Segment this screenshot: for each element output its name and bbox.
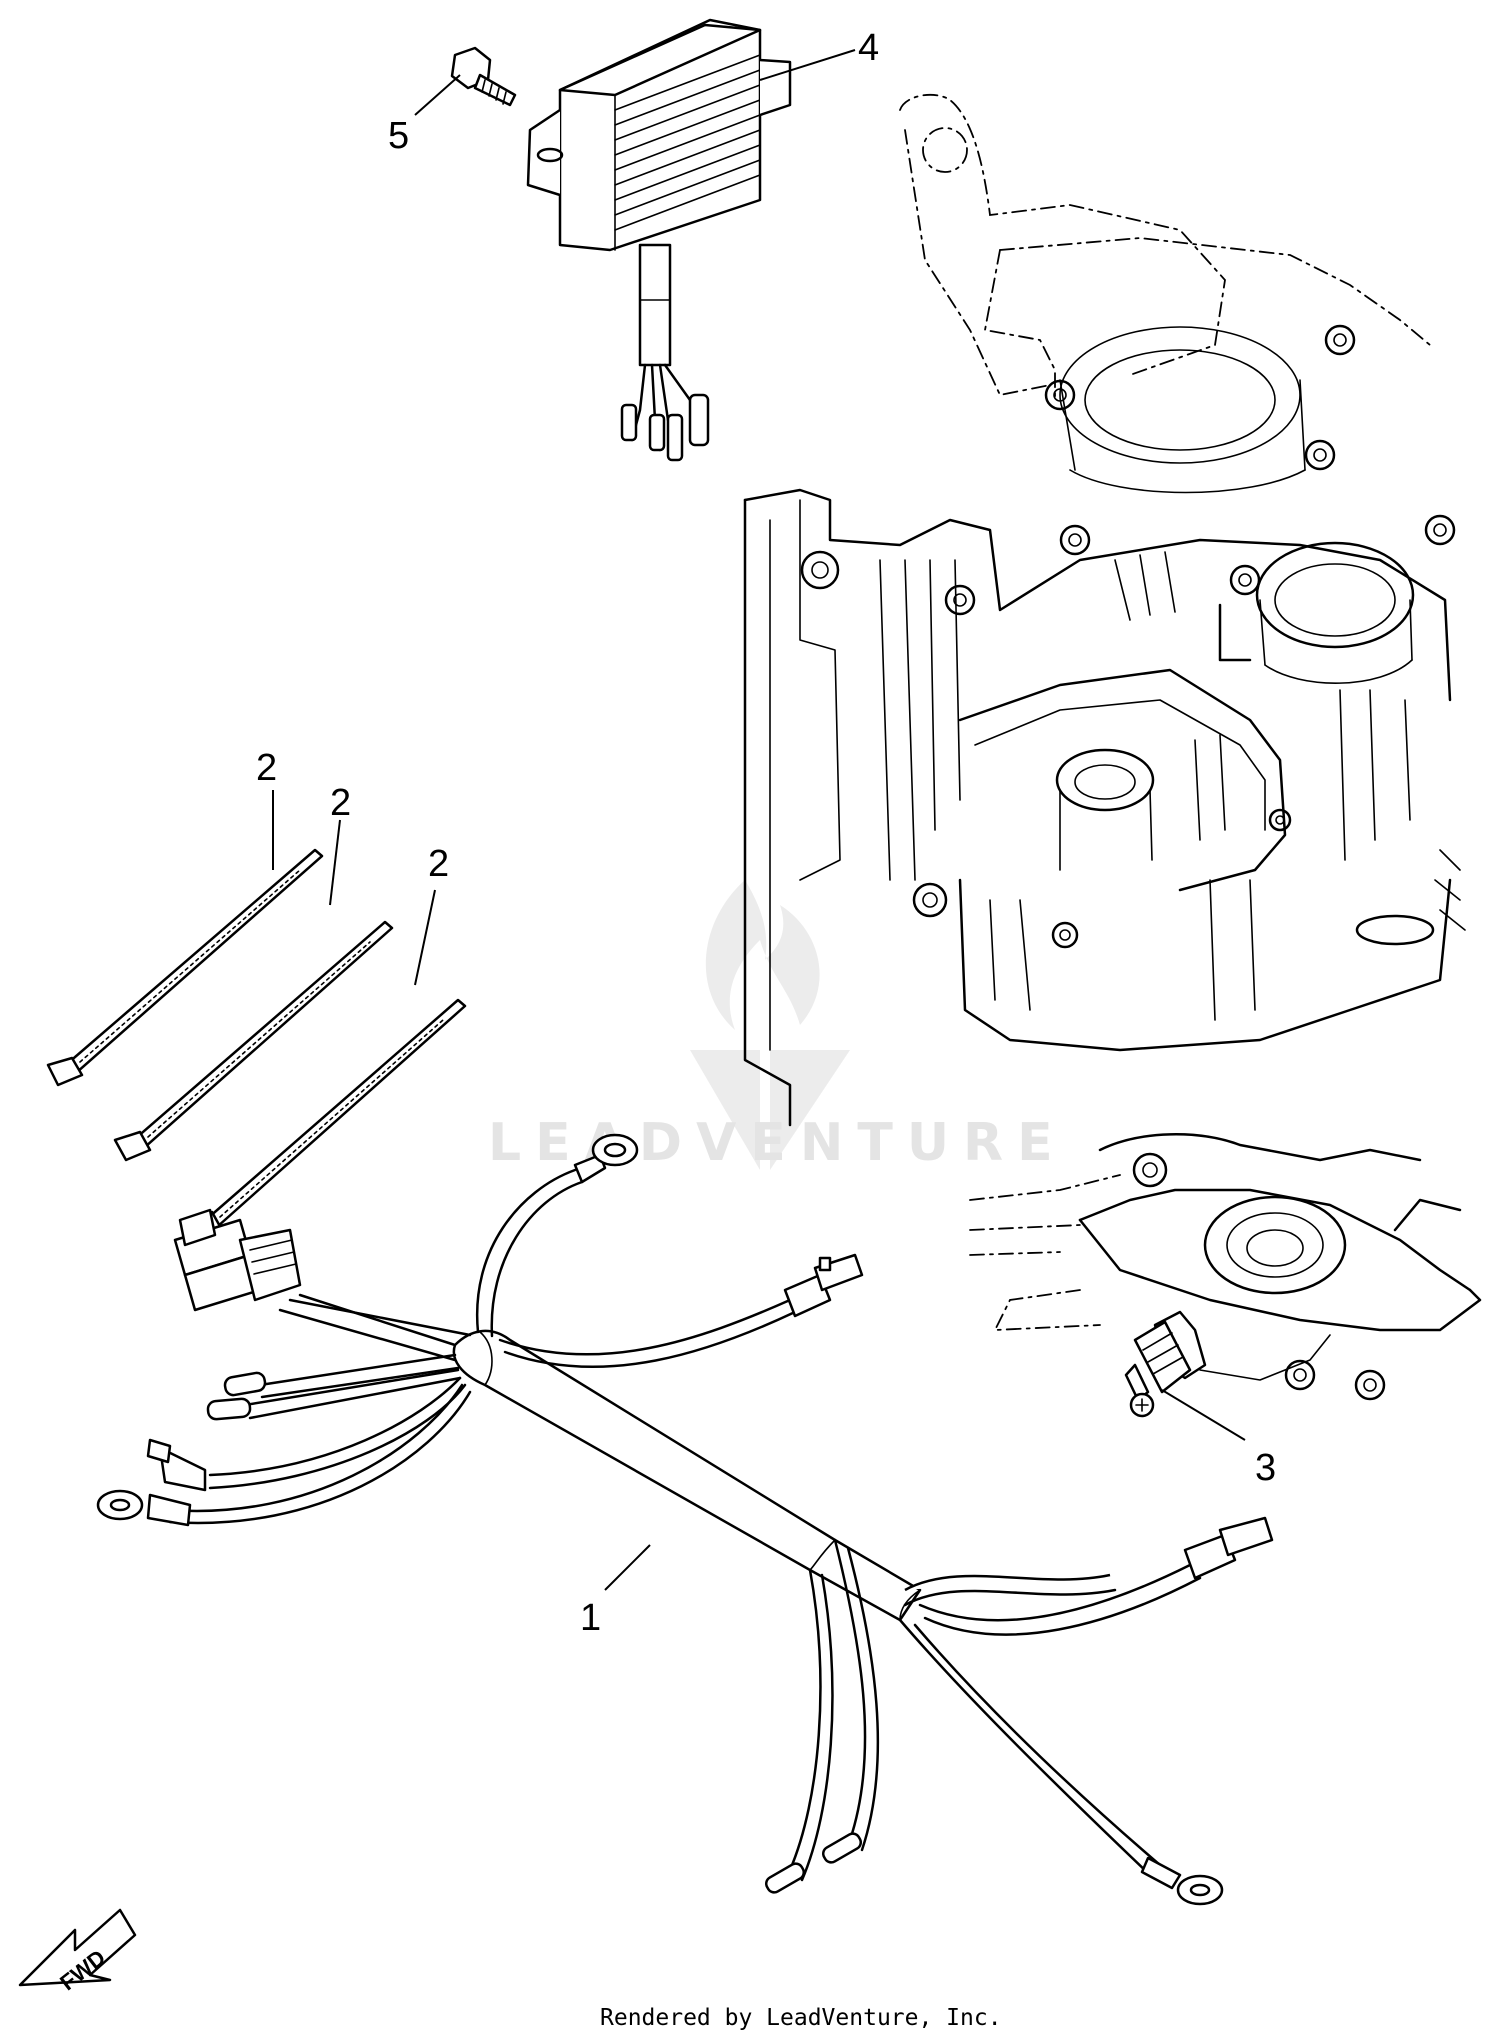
callout-2a: 2 (256, 747, 277, 789)
thermo-switch (1124, 1310, 1207, 1418)
callout-4: 4 (858, 27, 879, 69)
rectifier-terminals (620, 393, 710, 462)
cable-tie-1 (46, 848, 324, 1087)
cable-tie-3 (186, 998, 467, 1242)
cylinder-bolts (1044, 324, 1456, 596)
bolt (450, 46, 517, 107)
cable-tie-2 (113, 920, 394, 1162)
rectifier-regulator (526, 18, 792, 462)
watermark: LEADVENTURE (488, 880, 1053, 1173)
harness-connector (173, 1208, 302, 1312)
cable-ties (46, 848, 467, 1242)
callout-2b: 2 (330, 782, 351, 824)
callout-3: 3 (1255, 1447, 1276, 1489)
leader-lines (272, 49, 1246, 1591)
callout-1: 1 (580, 1597, 601, 1639)
callout-2c: 2 (428, 843, 449, 885)
callout-5: 5 (388, 115, 409, 157)
watermark-logo (690, 880, 850, 1170)
thermo-switch-mount-reference (969, 1133, 1482, 1401)
rectifier-fins (614, 54, 761, 231)
footer-credit: Rendered by LeadVenture, Inc. (600, 2005, 1002, 2031)
wire-harness (96, 1133, 1274, 1906)
callouts: 1 2 2 2 3 4 5 (256, 27, 1276, 1639)
forward-direction-arrow: FWD (18, 1908, 137, 1995)
engine-block-reference (743, 93, 1466, 1127)
